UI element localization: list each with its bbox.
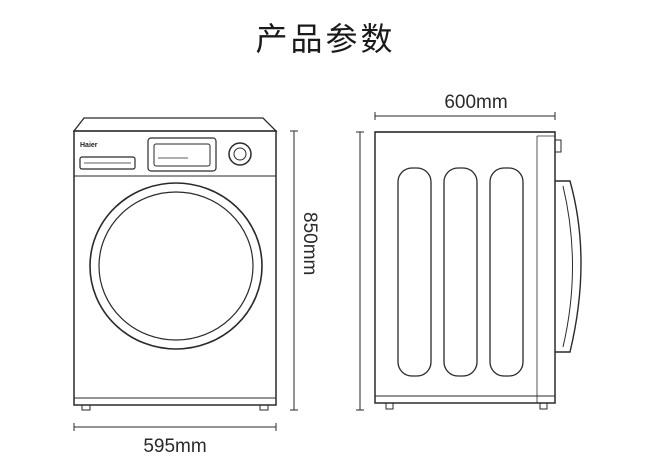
display-screen — [153, 143, 211, 167]
detergent-drawer — [79, 156, 136, 170]
program-knob — [228, 142, 252, 166]
depth-label: 600mm — [444, 92, 507, 113]
width-label: 595mm — [143, 436, 206, 457]
brand-logo: Haier — [80, 142, 98, 149]
display-panel — [147, 137, 217, 172]
front-body — [73, 130, 277, 406]
side-height-guide — [356, 131, 364, 411]
front-top-panel — [72, 117, 278, 132]
side-slot-2 — [443, 167, 478, 377]
side-door-bulge — [555, 180, 582, 353]
side-slot-1 — [397, 167, 432, 377]
depth-dimension: 600mm — [374, 92, 556, 120]
foot-right — [259, 404, 269, 411]
width-dimension: 595mm — [73, 423, 277, 457]
height-dimension: 850mm — [290, 130, 320, 411]
side-view-washer — [374, 131, 582, 410]
foot-left — [81, 404, 91, 411]
height-label: 850mm — [299, 212, 320, 275]
door-glass — [98, 191, 254, 341]
side-slot-3 — [489, 167, 524, 377]
front-view-washer: Haier — [72, 117, 278, 411]
side-knob-nub — [554, 139, 562, 153]
side-foot-left — [385, 402, 394, 410]
door-outer-ring — [89, 182, 263, 350]
page-title: 产品参数 — [255, 20, 396, 58]
side-foot-right — [539, 402, 548, 410]
